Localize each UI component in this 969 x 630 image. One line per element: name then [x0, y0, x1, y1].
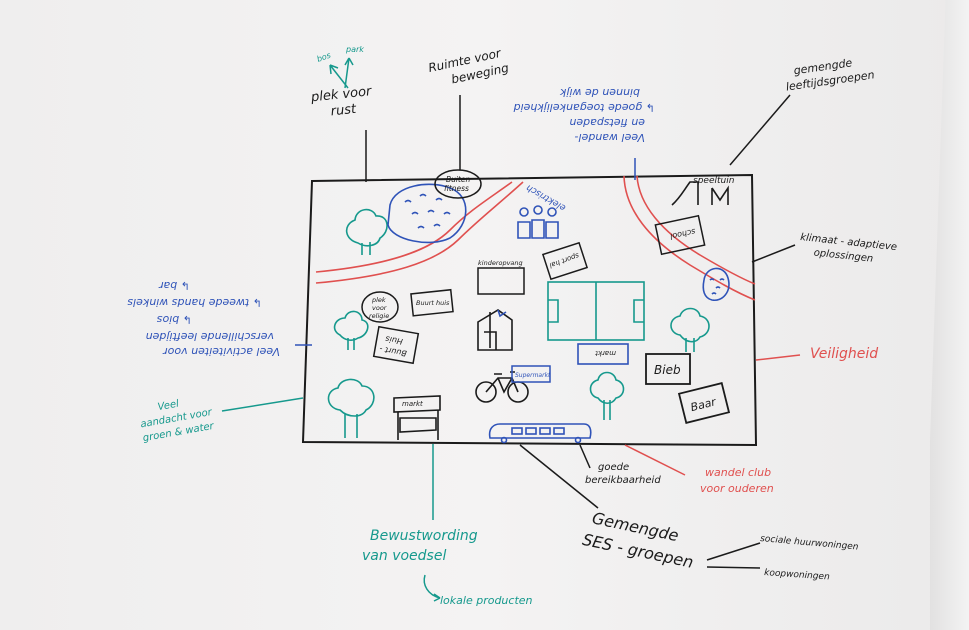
- tree-right-top: [670, 307, 710, 352]
- gemengde-ses-label: Gemengde SES - groepen: [581, 507, 700, 572]
- playground-icon: [671, 181, 729, 206]
- markt2-label: markt: [595, 349, 616, 357]
- church-icon: [477, 309, 513, 351]
- buurthuis-label: Buurt - Huis: [376, 333, 409, 358]
- markt-label: markt: [402, 400, 423, 408]
- pond-top: [387, 183, 467, 244]
- tree-top-left: [345, 208, 388, 255]
- supermarkt-label: Supermarkt: [515, 372, 551, 379]
- tree-left-mid: [333, 310, 369, 350]
- lokale-producten-label: lokale producten: [440, 594, 533, 607]
- buurthuis-top-label: Buurt huis: [416, 299, 450, 307]
- pond-right: [702, 267, 730, 302]
- school-label: school: [669, 227, 697, 241]
- kinderopvang-label: kinderopvang: [478, 259, 523, 267]
- sporthal-label: sport hal: [548, 251, 580, 269]
- road-right: [623, 175, 756, 301]
- road-left: [315, 181, 524, 284]
- people-icon: [517, 205, 559, 239]
- leader-ses: [519, 444, 599, 509]
- religie-marker: [361, 291, 399, 323]
- bieb-building: [645, 353, 691, 385]
- tree-bottom-left: [327, 378, 375, 438]
- bewustwording-label: Bewustwording van voedsel: [362, 528, 482, 564]
- bereikbaarheid-label: goede bereikbaarheid: [585, 462, 661, 486]
- bicycle-icon: [475, 371, 529, 403]
- bos-label: bos: [316, 51, 332, 64]
- leader-groen: [221, 397, 304, 412]
- park-label: park: [345, 45, 364, 54]
- buurthuis-top-building: [410, 288, 454, 317]
- community-house-icon: [577, 343, 629, 365]
- baar-building: [677, 382, 731, 424]
- tree-bottom-mid: [589, 371, 625, 420]
- kinderopvang-building: [477, 267, 525, 295]
- leader-klimaat: [751, 244, 796, 263]
- neighbourhood-map-outline: [301, 173, 758, 447]
- arrow-park: [344, 57, 354, 89]
- buiten-fitness-label: Buiten fitness: [444, 175, 473, 193]
- bieb-label: Bieb: [654, 363, 681, 377]
- religie-label: plek voor religie: [369, 296, 389, 320]
- groen-water-label: Veel aandacht voor groen & water: [137, 393, 218, 445]
- plek-rust-label: plek voor rust: [309, 84, 377, 122]
- veiligheid-label: Veiligheid: [810, 346, 878, 362]
- arrow-lokaal: [423, 574, 441, 602]
- supermarkt-building: [511, 365, 551, 383]
- leader-wandelclub: [624, 444, 686, 476]
- bus-icon: [488, 423, 592, 444]
- sports-field: [547, 281, 645, 341]
- gemengde-leeftijd-label: gemengde leeftijdsgroepen: [783, 53, 875, 93]
- leader-leeftijd: [729, 94, 791, 166]
- klimaat-label: klimaat - adaptieve oplossingen: [798, 232, 900, 267]
- market-stall-icon: [393, 395, 441, 440]
- buurthuis-building: [372, 325, 420, 365]
- speeltuin-label: speeltuin: [693, 176, 735, 186]
- school-building: [654, 214, 706, 256]
- wandelclub-label: wandel club voor ouderen: [700, 466, 775, 495]
- elektrisch-label: elektrisch: [525, 182, 568, 213]
- leader-koop: [706, 566, 761, 569]
- ruimte-beweging-label: Ruimte voor beweging: [427, 45, 510, 91]
- sporthal-building: [541, 241, 589, 281]
- activiteiten-label: Veel activiteiten voor verschillende lee…: [124, 279, 280, 358]
- leader-bereik: [579, 444, 591, 469]
- leader-veiligheid: [755, 354, 801, 361]
- baar-label: Baar: [689, 395, 718, 414]
- koopwoningen-label: koopwoningen: [764, 568, 831, 583]
- wandel-fietspaden-label: Veel wandel- en fietspaden ↳ goede toega…: [510, 86, 655, 144]
- buiten-fitness-marker: [434, 169, 482, 199]
- sociale-huur-label: sociale huurwoningen: [760, 534, 859, 553]
- leader-sociale: [706, 542, 761, 561]
